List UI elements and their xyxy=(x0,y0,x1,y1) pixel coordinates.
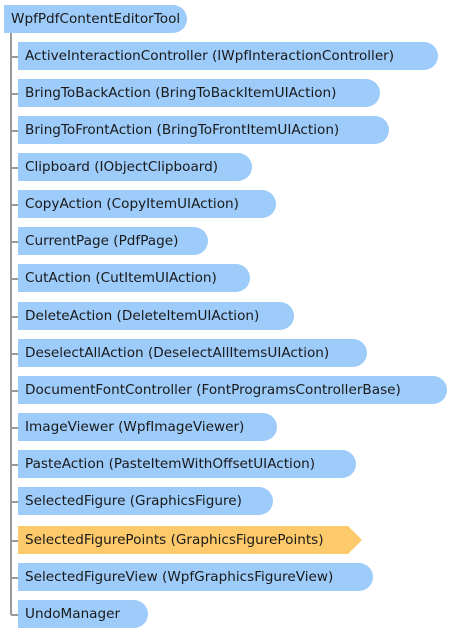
member-node-label: SelectedFigure (GraphicsFigure) xyxy=(25,493,242,509)
branch-line xyxy=(11,577,18,579)
branch-line xyxy=(11,464,18,466)
member-node-label: ImageViewer (WpfImageViewer) xyxy=(25,419,245,435)
member-node-image-viewer[interactable]: ImageViewer (WpfImageViewer) xyxy=(18,413,277,441)
branch-line xyxy=(11,241,18,243)
member-node-label: SelectedFigurePoints (GraphicsFigurePoin… xyxy=(25,532,324,548)
branch-line xyxy=(11,501,18,503)
member-node-current-page[interactable]: CurrentPage (PdfPage) xyxy=(18,227,208,255)
member-node-label: SelectedFigureView (WpfGraphicsFigureVie… xyxy=(25,569,334,585)
member-node-selected-figure[interactable]: SelectedFigure (GraphicsFigure) xyxy=(18,487,273,515)
branch-line xyxy=(11,278,18,280)
member-node-selected-figure-view[interactable]: SelectedFigureView (WpfGraphicsFigureVie… xyxy=(18,563,373,591)
member-node-bring-to-back-action[interactable]: BringToBackAction (BringToBackItemUIActi… xyxy=(18,79,380,107)
member-node-label: BringToFrontAction (BringToFrontItemUIAc… xyxy=(25,122,340,138)
member-node-active-interaction-controller[interactable]: ActiveInteractionController (IWpfInterac… xyxy=(18,42,438,70)
branch-line xyxy=(11,614,18,616)
member-node-paste-action[interactable]: PasteAction (PasteItemWithOffsetUIAction… xyxy=(18,450,356,478)
member-node-label: CopyAction (CopyItemUIAction) xyxy=(25,196,239,212)
member-node-label: Clipboard (IObjectClipboard) xyxy=(25,159,219,175)
branch-line xyxy=(11,390,18,392)
branch-line xyxy=(11,540,18,542)
branch-line xyxy=(11,56,18,58)
member-node-label: CutAction (CutItemUIAction) xyxy=(25,270,217,286)
branch-line xyxy=(11,204,18,206)
branch-line xyxy=(11,130,18,132)
member-node-label: DocumentFontController (FontProgramsCont… xyxy=(25,382,401,398)
member-node-label: ActiveInteractionController (IWpfInterac… xyxy=(25,48,395,64)
member-node-selected-figure-points[interactable]: SelectedFigurePoints (GraphicsFigurePoin… xyxy=(18,526,362,554)
member-node-undo-manager[interactable]: UndoManager xyxy=(18,600,148,628)
member-node-cut-action[interactable]: CutAction (CutItemUIAction) xyxy=(18,264,250,292)
member-node-label: DeleteAction (DeleteItemUIAction) xyxy=(25,308,260,324)
member-node-clipboard[interactable]: Clipboard (IObjectClipboard) xyxy=(18,153,252,181)
root-node[interactable]: WpfPdfContentEditorTool xyxy=(4,5,187,33)
member-node-delete-action[interactable]: DeleteAction (DeleteItemUIAction) xyxy=(18,302,294,330)
root-node-label: WpfPdfContentEditorTool xyxy=(11,11,181,27)
member-node-copy-action[interactable]: CopyAction (CopyItemUIAction) xyxy=(18,190,276,218)
member-node-label: BringToBackAction (BringToBackItemUIActi… xyxy=(25,85,337,101)
branch-line xyxy=(11,316,18,318)
member-node-document-font-controller[interactable]: DocumentFontController (FontProgramsCont… xyxy=(18,376,447,404)
branch-line xyxy=(11,167,18,169)
member-node-bring-to-front-action[interactable]: BringToFrontAction (BringToFrontItemUIAc… xyxy=(18,116,389,144)
member-node-label: PasteAction (PasteItemWithOffsetUIAction… xyxy=(25,456,316,472)
branch-line xyxy=(11,353,18,355)
branch-line xyxy=(11,93,18,95)
member-node-label: DeselectAllAction (DeselectAllItemsUIAct… xyxy=(25,345,330,361)
branch-line xyxy=(11,427,18,429)
member-node-label: UndoManager xyxy=(25,606,121,622)
member-node-label: CurrentPage (PdfPage) xyxy=(25,233,179,249)
member-node-deselect-all-action[interactable]: DeselectAllAction (DeselectAllItemsUIAct… xyxy=(18,339,367,367)
tree-trunk-line xyxy=(10,33,12,615)
